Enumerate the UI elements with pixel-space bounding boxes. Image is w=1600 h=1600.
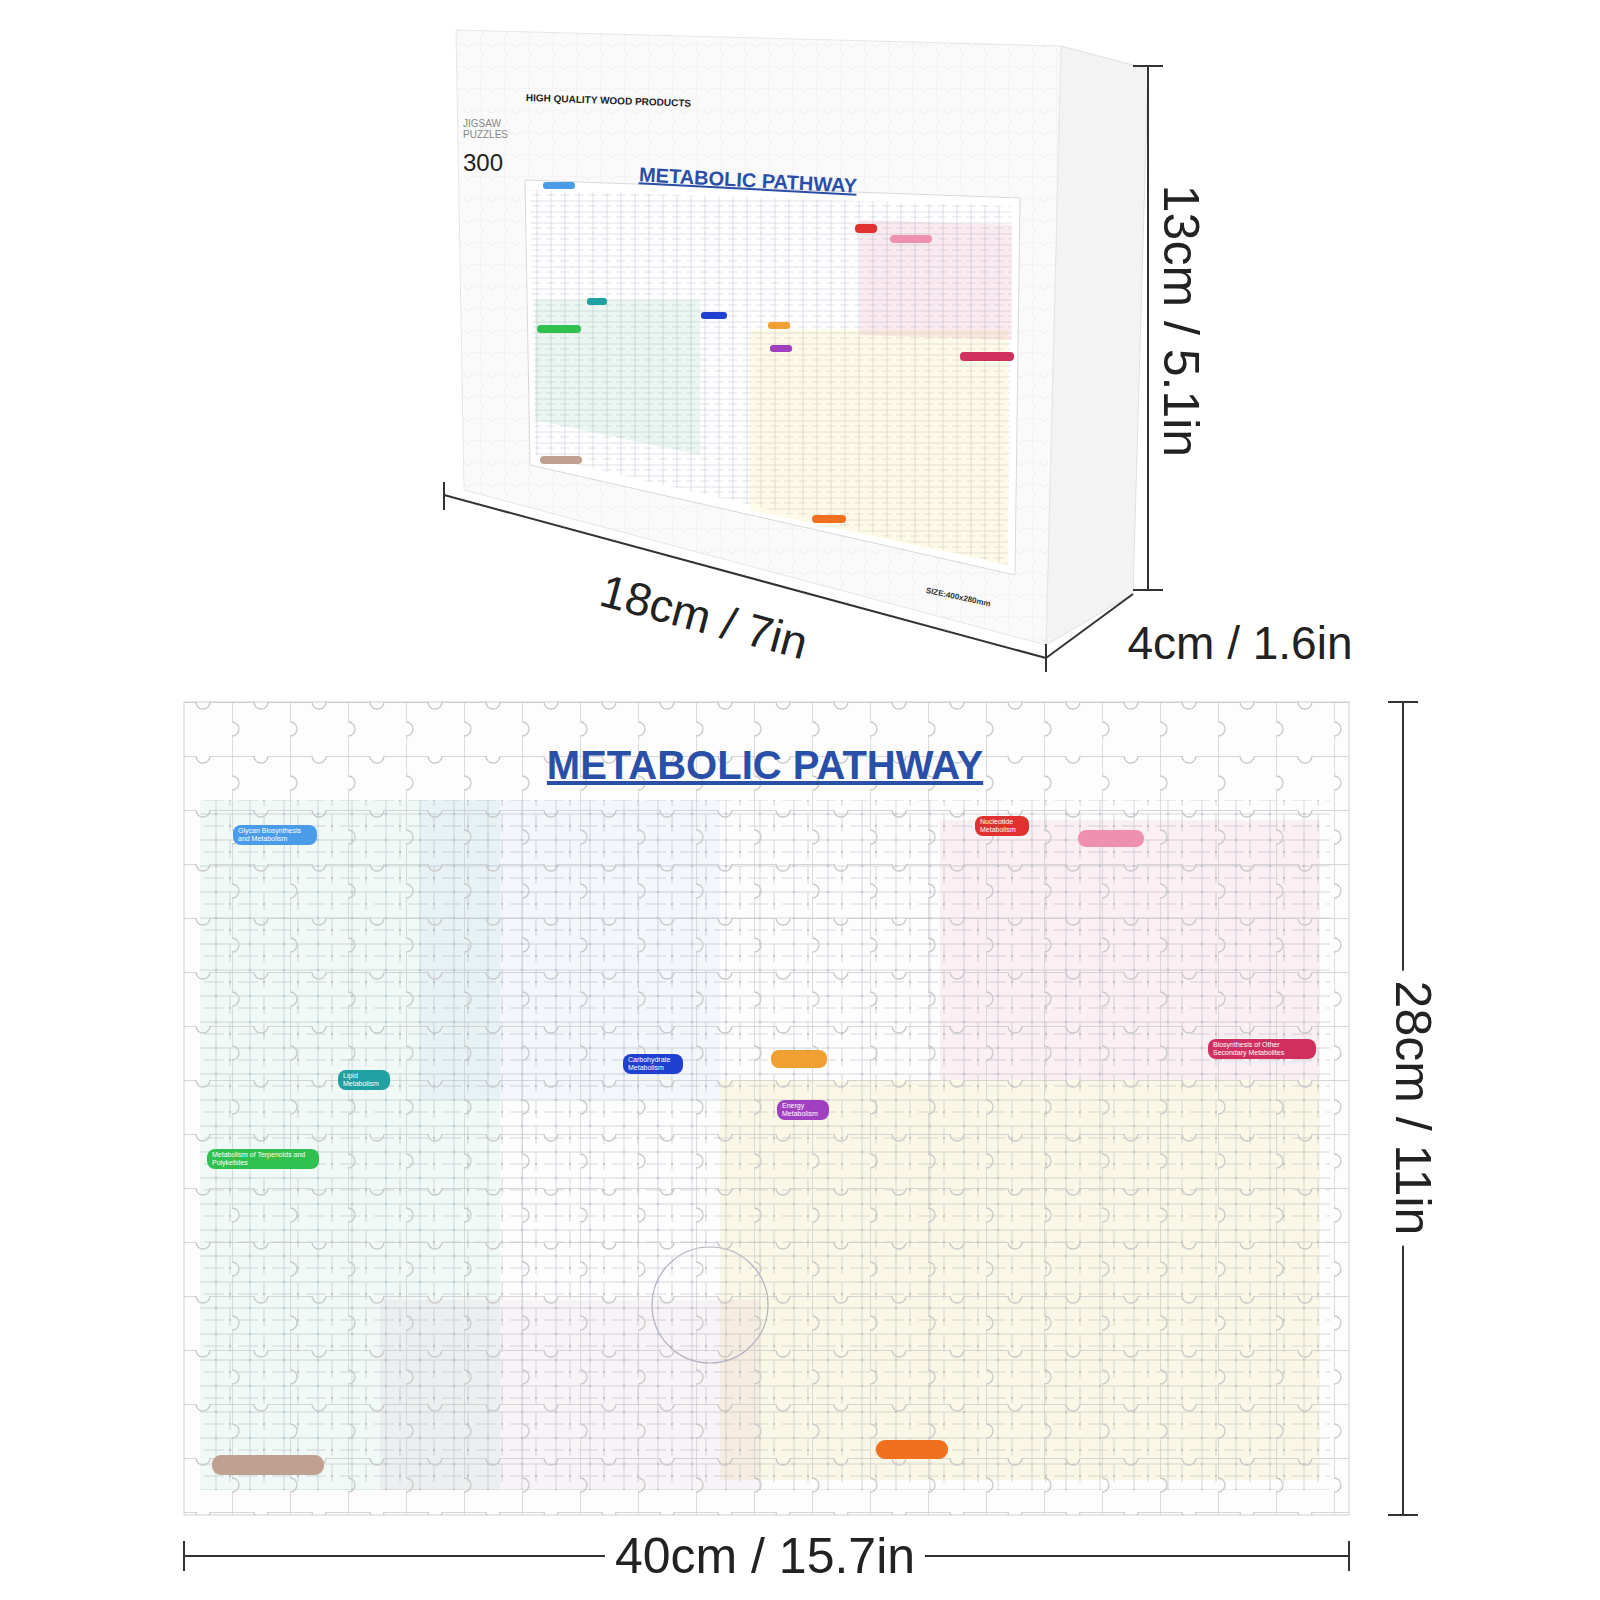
dimension-text: 4cm / 1.6in bbox=[1118, 618, 1363, 669]
dimension-text: 13cm / 5.1in bbox=[1153, 175, 1208, 467]
pill-text: Biosynthesis of Other Secondary Metaboli… bbox=[1213, 1041, 1311, 1057]
category-pill: Lipid Metabolism bbox=[338, 1070, 390, 1090]
piece-count: 300 bbox=[463, 150, 503, 176]
dimension-text: 40cm / 15.7in bbox=[605, 1529, 925, 1584]
category-pill: Glycan Biosynthesis and Metabolism bbox=[233, 825, 317, 845]
category-pill: Biosynthesis of Other Secondary Metaboli… bbox=[1208, 1039, 1316, 1059]
category-pill: Metabolism of Terpenoids and Polyketides bbox=[207, 1149, 319, 1169]
category-pill: Nucleotide Metabolism bbox=[975, 816, 1029, 836]
pill-text: Glycan Biosynthesis and Metabolism bbox=[238, 827, 312, 843]
product-type: JIGSAW PUZZLES bbox=[463, 118, 519, 140]
category-pill: Energy Metabolism bbox=[777, 1100, 829, 1120]
pill-text: Metabolism of Terpenoids and Polyketides bbox=[212, 1151, 314, 1167]
pill-text: Nucleotide Metabolism bbox=[980, 818, 1024, 834]
pill-text: Lipid Metabolism bbox=[343, 1072, 385, 1088]
dimension-text: 28cm / 11in bbox=[1385, 971, 1440, 1246]
dimension-text: 18cm / 7in bbox=[585, 563, 822, 672]
puzzle-title: METABOLIC PATHWAY bbox=[547, 743, 983, 787]
pill-text: Energy Metabolism bbox=[782, 1102, 824, 1118]
category-pill: Carbohydrate Metabolism bbox=[623, 1054, 683, 1074]
pill-text: Carbohydrate Metabolism bbox=[628, 1056, 678, 1072]
